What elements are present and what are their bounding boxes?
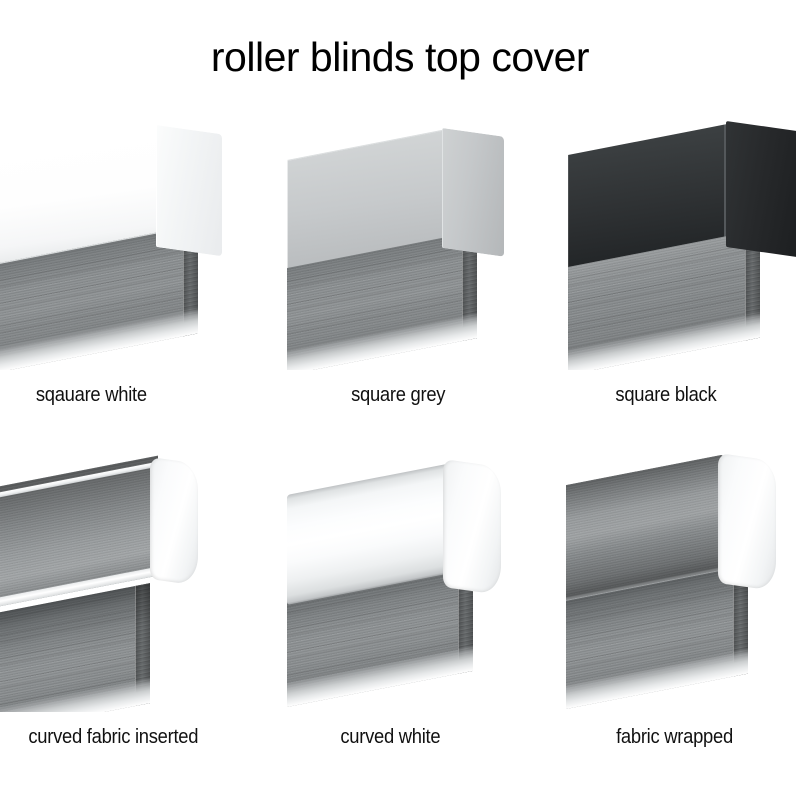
bottom-rail — [287, 312, 477, 371]
product-fabric-wrapped: fabric wrapped — [558, 447, 796, 749]
cassette-end-cap — [150, 457, 198, 586]
cassette-end-cap — [442, 128, 504, 257]
product-curved-white: curved white — [279, 447, 517, 749]
product-label-text: square black — [615, 384, 717, 407]
cassette-end-cap — [718, 453, 776, 592]
product-label-text: curved fabric inserted — [28, 726, 198, 749]
product-label: fabric wrapped — [558, 726, 796, 749]
product-label-text: square grey — [350, 384, 446, 407]
bottom-rail — [287, 644, 473, 708]
aluminum-top-edge — [0, 461, 158, 501]
bottom-rail — [0, 307, 198, 371]
product-square-white: sqauare white — [0, 105, 238, 407]
cassette-end-cap — [156, 125, 222, 257]
product-grid: sqauare white square grey — [0, 105, 796, 749]
product-square-grey: square grey — [279, 105, 517, 407]
product-label: square black — [558, 384, 796, 407]
bottom-rail — [566, 647, 748, 710]
bottom-rail — [568, 311, 760, 371]
bottom-rail — [0, 677, 150, 713]
product-image-curved-white — [279, 447, 517, 712]
product-label-text: fabric wrapped — [615, 726, 733, 749]
product-label: sqauare white — [0, 384, 238, 407]
product-square-black: square black — [558, 105, 796, 407]
product-image-fabric-wrapped — [558, 447, 796, 712]
page-title: roller blinds top cover — [210, 34, 590, 80]
product-curved-fabric-inserted: curved fabric inserted — [0, 447, 238, 749]
product-image-square-black — [558, 105, 796, 371]
cassette-end-cap — [443, 459, 501, 596]
product-label-text: sqauare white — [36, 384, 147, 407]
product-image-square-grey — [279, 105, 517, 371]
fabric-panel — [0, 583, 150, 713]
product-image-square-white — [0, 105, 238, 371]
cassette-end-cap — [726, 121, 796, 258]
product-label: square grey — [279, 384, 517, 407]
product-label: curved fabric inserted — [0, 726, 238, 749]
product-image-curved-fabric-inserted — [0, 447, 238, 713]
product-label-text: curved white — [340, 726, 440, 749]
product-label: curved white — [279, 726, 517, 749]
